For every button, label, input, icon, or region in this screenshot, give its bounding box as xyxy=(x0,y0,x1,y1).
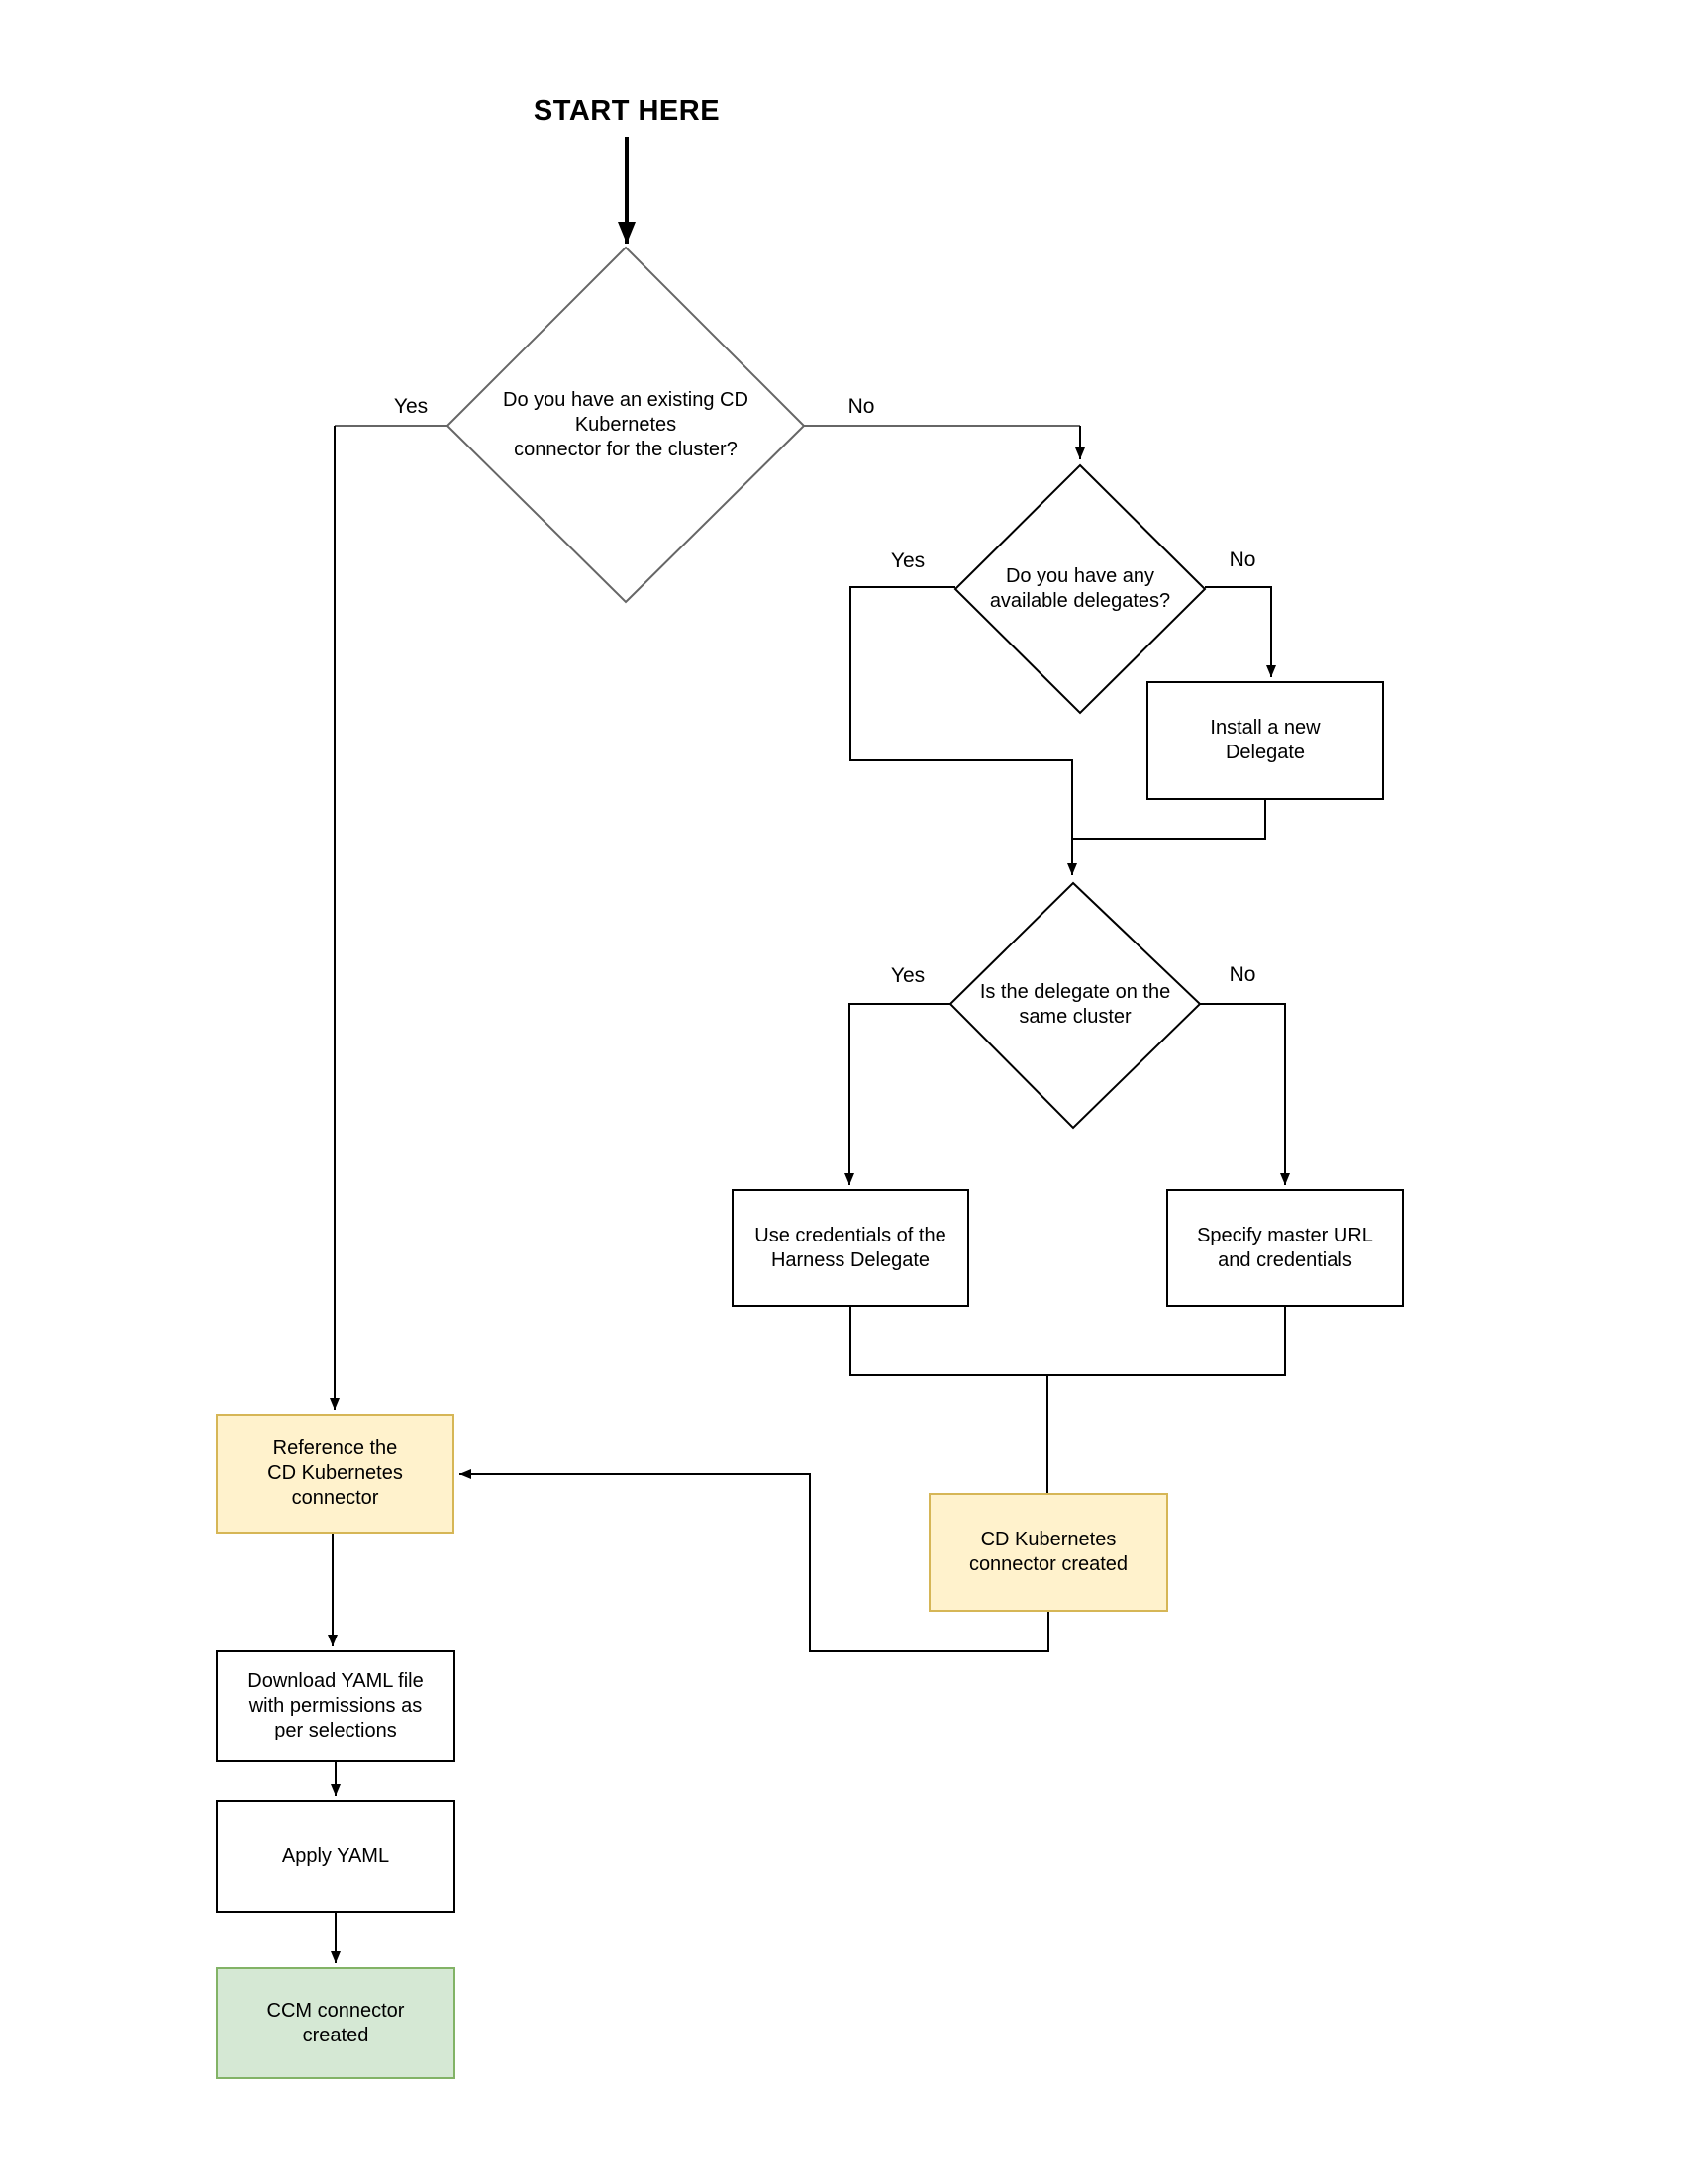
start-here-title: START HERE xyxy=(533,95,721,127)
decision-existing-connector-shape xyxy=(446,246,806,604)
edge-d2-no-to-install xyxy=(1205,586,1276,677)
edge-created-to-reference xyxy=(459,1469,1049,1652)
node-install-delegate: Install a new Delegate xyxy=(1146,681,1384,800)
node-ccm-connector-created: CCM connector created xyxy=(216,1967,455,2079)
edge-label-d2-yes: Yes xyxy=(890,549,926,572)
edge-credentials-merge xyxy=(849,1307,1286,1376)
edge-label-d1-no: No xyxy=(847,395,875,418)
edge-label-d3-yes: Yes xyxy=(890,964,926,987)
node-specify-master-url: Specify master URL and credentials xyxy=(1166,1189,1404,1307)
node-apply-yaml: Apply YAML xyxy=(216,1800,455,1913)
edge-d2-yes-to-d3 xyxy=(849,586,1077,875)
node-cd-kubernetes-connector-created: CD Kubernetes connector created xyxy=(929,1493,1168,1612)
edge-d3-no-to-specify xyxy=(1200,1003,1290,1185)
edge-d3-yes-to-use-credentials xyxy=(844,1003,950,1185)
edge-install-return xyxy=(1072,800,1266,840)
decision-available-delegates-shape xyxy=(953,463,1207,715)
node-reference-connector: Reference the CD Kubernetes connector xyxy=(216,1414,454,1534)
edge-label-d2-no: No xyxy=(1229,548,1256,571)
node-download-yaml: Download YAML file with permissions as p… xyxy=(216,1650,455,1762)
edge-label-d3-no: No xyxy=(1229,963,1256,986)
node-use-credentials: Use credentials of the Harness Delegate xyxy=(732,1189,969,1307)
decision-same-cluster-shape xyxy=(948,881,1202,1130)
edge-label-d1-yes: Yes xyxy=(393,395,429,418)
